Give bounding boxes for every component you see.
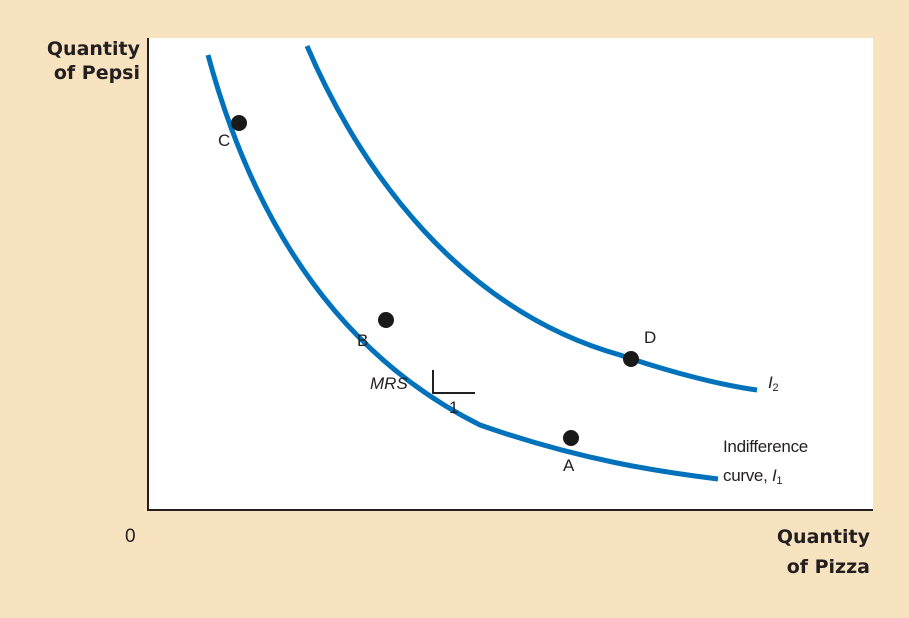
x-axis-label-line1: Quantity [776, 526, 870, 548]
curve-i1-label-text: curve, [723, 466, 768, 485]
point-a-label: A [563, 456, 575, 475]
y-axis-label-line1: Quantity [46, 38, 140, 60]
x-axis-label-line2: of Pizza [786, 556, 870, 578]
point-b-label: B [357, 331, 369, 350]
curve-i2-symbol: I [768, 373, 773, 392]
origin-label: 0 [125, 526, 136, 547]
curve-i1-subscript: 1 [776, 475, 783, 487]
plot-area [148, 38, 873, 509]
mrs-triangle [432, 370, 475, 394]
curve-i2-label: I2 [768, 373, 779, 394]
point-c [231, 115, 247, 131]
indifference-curve-i2 [304, 45, 758, 393]
curve-i1-label-line2: curve, I1 [723, 461, 808, 496]
indifference-curve-i1 [205, 54, 719, 482]
curve-i1-label-line1: Indifference [723, 437, 808, 456]
mrs-run-label: 1 [449, 398, 459, 417]
y-axis-label: Quantity of Pepsi [26, 37, 140, 85]
y-axis-label-line2: of Pepsi [53, 62, 140, 84]
point-a [563, 430, 579, 446]
curve-i2-subscript: 2 [772, 382, 779, 394]
point-d [623, 351, 639, 367]
x-axis-label: Quantity of Pizza [740, 525, 870, 579]
point-c-label: C [218, 131, 231, 150]
point-b [378, 312, 394, 328]
point-d-label: D [644, 328, 657, 347]
curve-i1-symbol: I [771, 466, 777, 485]
curve-i1-label: Indifference curve, I1 [723, 432, 808, 496]
mrs-label: MRS [370, 374, 408, 393]
